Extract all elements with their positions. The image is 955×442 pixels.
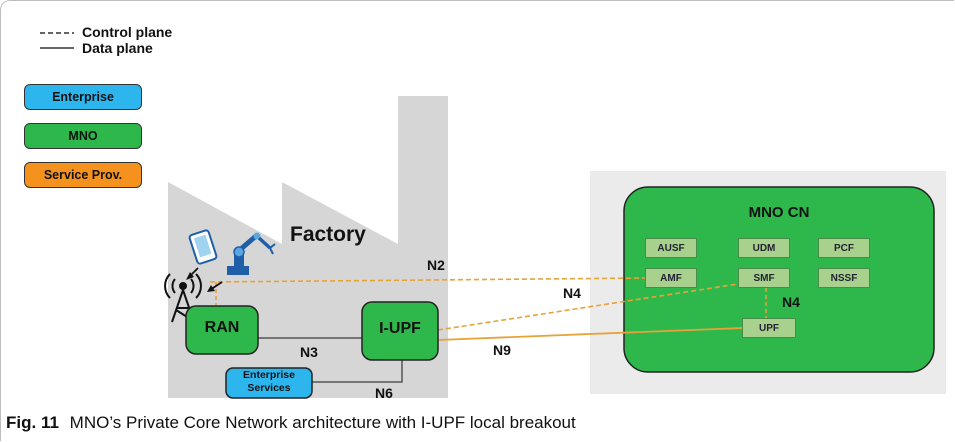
enterprise-services-label: Enterprise Services <box>243 369 295 394</box>
smf-function: SMF <box>738 268 790 288</box>
legend-control-plane: Control plane <box>82 24 173 40</box>
n2-label: N2 <box>427 257 445 273</box>
ausf-function: AUSF <box>645 238 697 258</box>
n9-link <box>437 327 743 341</box>
n2-link <box>209 277 649 283</box>
legend-data-plane: Data plane <box>82 40 153 56</box>
figure-caption: Fig. 11 MNO’s Private Core Network archi… <box>6 413 576 433</box>
ran-box <box>185 305 259 355</box>
upf-function: UPF <box>742 318 796 338</box>
n4-right-label: N4 <box>782 294 800 310</box>
nssf-function: NSSF <box>818 268 870 288</box>
smartphone-icon <box>188 229 218 265</box>
n3-label: N3 <box>300 344 318 360</box>
n6-link <box>312 358 403 383</box>
legend-line-samples <box>40 32 74 49</box>
figure-number: Fig. 11 <box>6 413 59 432</box>
ran-label: RAN <box>204 319 240 336</box>
pcf-function: PCF <box>818 238 870 258</box>
n9-label: N9 <box>493 342 511 358</box>
legend-service-prov: Service Prov. <box>24 162 142 188</box>
figure-caption-text: MNO’s Private Core Network architecture … <box>69 413 576 432</box>
amf-function: AMF <box>645 268 697 288</box>
udm-function: UDM <box>738 238 790 258</box>
robot-arm-icon <box>227 232 276 275</box>
iupf-label: I-UPF <box>379 320 421 337</box>
mno-cn-title: MNO CN <box>748 204 810 221</box>
iupf-box <box>361 301 439 361</box>
n4-left-label: N4 <box>563 285 581 301</box>
n4-left-link <box>437 283 739 331</box>
n6-label: N6 <box>375 385 393 401</box>
factory-label: Factory <box>290 223 366 246</box>
legend-enterprise: Enterprise <box>24 84 142 110</box>
enterprise-services-box <box>225 367 313 399</box>
legend-mno: MNO <box>24 123 142 149</box>
